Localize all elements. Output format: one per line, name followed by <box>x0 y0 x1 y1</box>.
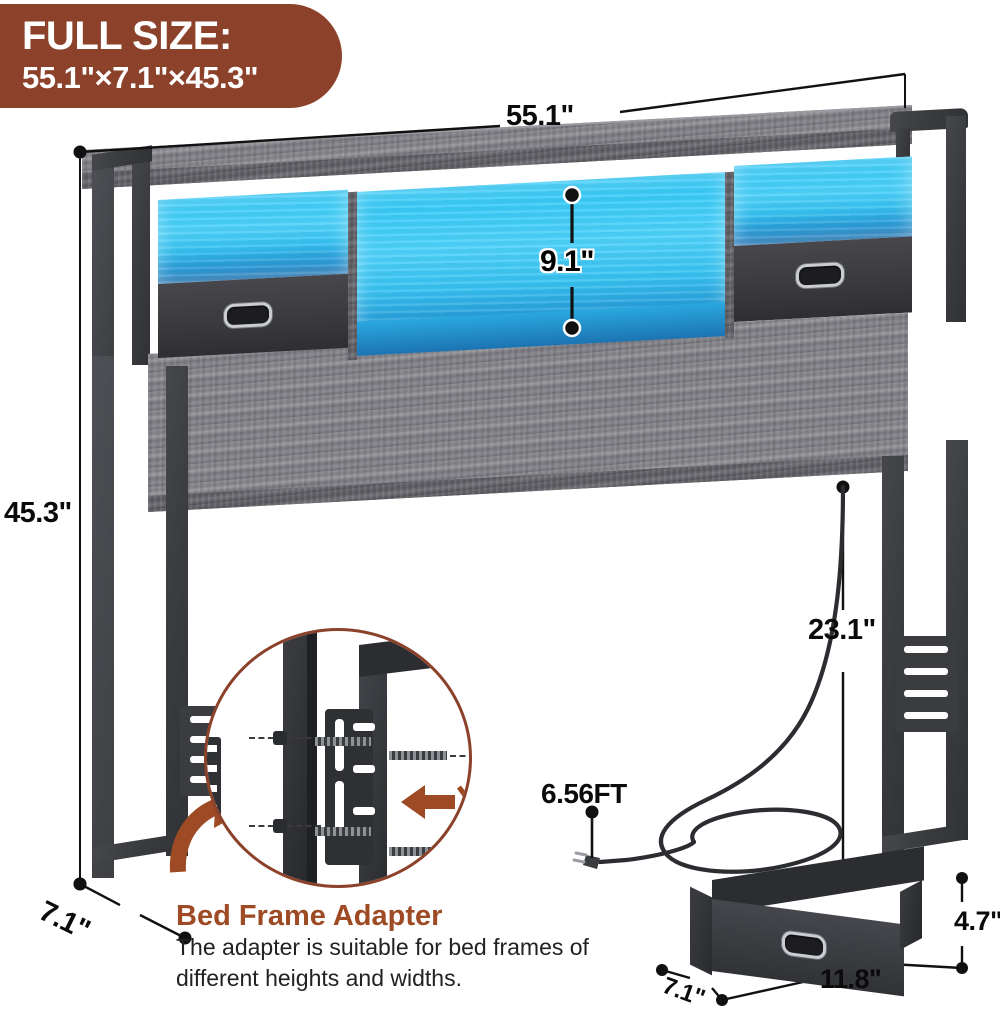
headboard-illustration <box>70 88 970 908</box>
callout-body: The adapter is suitable for bed frames o… <box>176 934 589 991</box>
bin-height-label: 4.7" <box>954 906 1000 936</box>
callout-title: Bed Frame Adapter <box>176 900 443 932</box>
right-frame-inner-upright <box>896 128 910 164</box>
detail-plate-slot <box>335 781 344 833</box>
detail-circle-ring <box>204 628 472 888</box>
detail-leg-left <box>283 631 309 885</box>
banner-dimensions: 55.1"×7.1"×45.3" <box>22 60 259 95</box>
detail-leg-right-top <box>359 631 465 677</box>
detail-plate-slot <box>353 765 375 773</box>
bolt-head <box>273 731 287 745</box>
detail-leg-left-edge <box>307 631 317 885</box>
right-adapter-plate <box>896 636 958 732</box>
detail-plate-slot <box>353 807 375 815</box>
screw-shaft <box>315 737 371 746</box>
left-frame-upright <box>92 158 114 358</box>
detail-plate-slot <box>207 745 217 752</box>
width-dimension-label: 55.1" <box>506 100 574 132</box>
banner-title: FULL SIZE: <box>22 14 232 58</box>
adapter-slot <box>904 668 948 675</box>
right-leg-front <box>882 456 904 880</box>
detail-adapter-plate <box>325 709 373 865</box>
bin-side-face <box>690 886 712 976</box>
detail-plate-slot <box>207 765 217 772</box>
adapter-detail-callout <box>204 628 472 888</box>
leg-clearance-dimension-label: 23.1" <box>808 614 876 646</box>
left-leg-front <box>92 356 114 878</box>
adapter-slot <box>904 646 948 653</box>
full-size-banner: FULL SIZE: 55.1"×7.1"×45.3" <box>0 4 342 108</box>
detail-plate-slot <box>207 785 217 792</box>
screw-shaft <box>389 751 447 760</box>
bin-width-label: 11.8" <box>820 964 882 994</box>
insert-direction-arrow <box>401 785 469 819</box>
bin-handle[interactable] <box>782 930 826 961</box>
left-frame-back-upright <box>132 150 150 365</box>
adapter-slot <box>904 712 948 719</box>
bin-right-face <box>900 880 922 950</box>
bolt-head <box>273 819 287 833</box>
adapter-slot <box>904 690 948 697</box>
detail-plate-slot <box>353 723 375 731</box>
screw-shaft <box>389 847 447 856</box>
height-dimension-label: 45.3" <box>4 497 72 529</box>
storage-bin-illustration <box>690 846 930 997</box>
detail-plate-slot <box>207 805 217 812</box>
screw-shaft <box>315 827 371 836</box>
shelf-opening-dimension-label: 9.1" <box>540 245 594 278</box>
right-frame-upright <box>946 116 966 322</box>
cord-length-label: 6.56FT <box>541 778 627 809</box>
